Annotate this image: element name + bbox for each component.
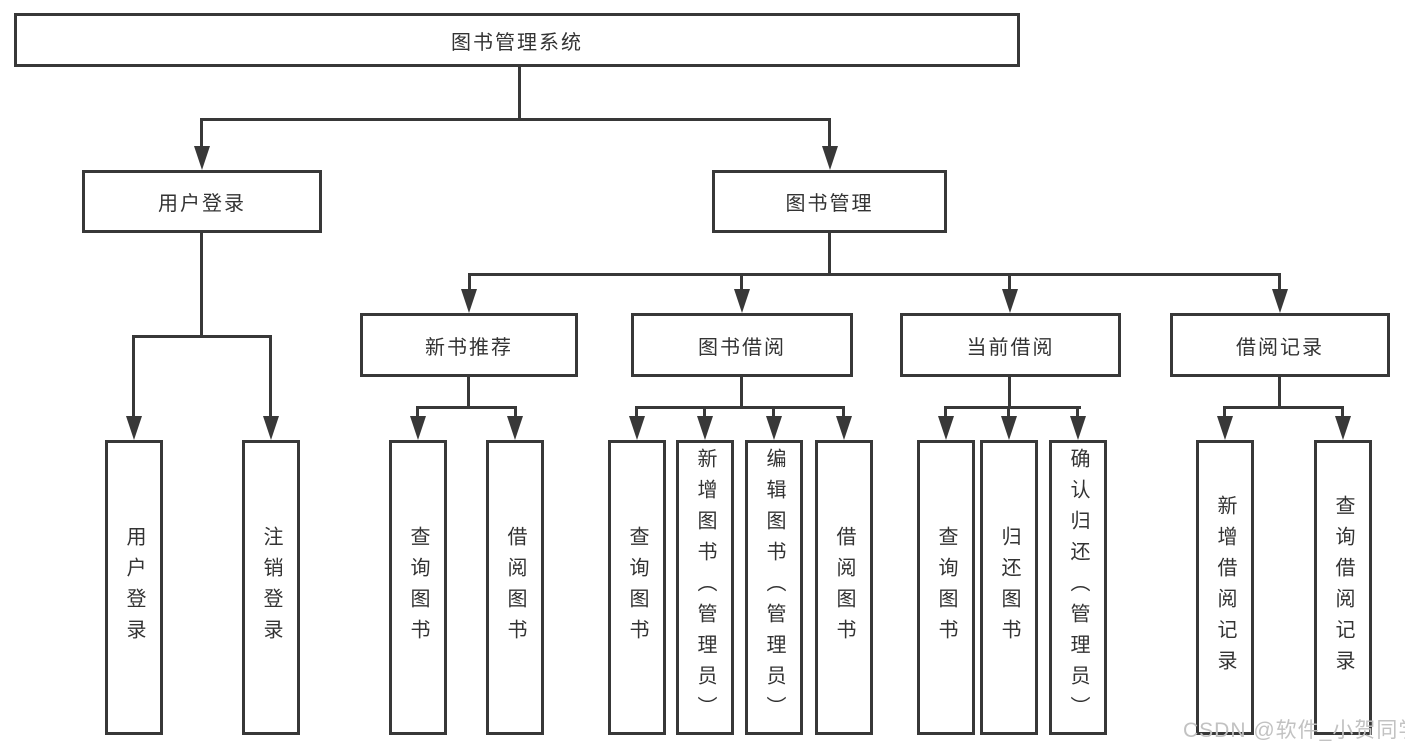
leaf-borrow-books-borrowing: 借阅图书 — [815, 440, 873, 735]
connector-line — [740, 377, 743, 408]
connector-line — [635, 406, 638, 420]
connector-line — [468, 273, 471, 293]
leaf-user-login: 用户登录 — [105, 440, 163, 735]
arrowhead-down-icon — [126, 416, 142, 440]
connector-line — [200, 118, 203, 148]
node-user-login-label: 用户登录 — [158, 193, 246, 215]
connector-line — [132, 335, 135, 418]
connector-line — [945, 406, 1081, 409]
node-root-library-system: 图书管理系统 — [14, 13, 1020, 67]
arrowhead-down-icon — [410, 416, 426, 440]
arrowhead-down-icon — [461, 289, 477, 313]
arrowhead-down-icon — [194, 146, 210, 170]
connector-line — [703, 406, 706, 420]
leaf-borrow-books-recommend: 借阅图书 — [486, 440, 544, 735]
connector-line — [1007, 406, 1010, 420]
arrowhead-down-icon — [938, 416, 954, 440]
connector-line — [1008, 273, 1011, 293]
arrowhead-down-icon — [1070, 416, 1086, 440]
connector-line — [1278, 273, 1281, 293]
leaf-return-book-label: 归还图书 — [998, 525, 1020, 650]
node-current-borrowing-label: 当前借阅 — [966, 336, 1055, 359]
node-user-login: 用户登录 — [82, 170, 322, 233]
connector-line — [468, 273, 1281, 276]
arrowhead-down-icon — [1335, 416, 1351, 440]
connector-line — [132, 335, 272, 338]
leaf-edit-book-admin-label: 编辑图书（管理员） — [763, 448, 785, 727]
connector-line — [828, 118, 831, 148]
arrowhead-down-icon — [629, 416, 645, 440]
leaf-borrow-books-recommend-label: 借阅图书 — [504, 525, 526, 650]
node-borrowing-records: 借阅记录 — [1170, 313, 1390, 377]
leaf-user-login-label: 用户登录 — [123, 525, 145, 650]
connector-line — [1341, 406, 1344, 420]
leaf-query-books-recommend: 查询图书 — [389, 440, 447, 735]
connector-line — [1076, 406, 1079, 420]
connector-line — [200, 118, 831, 121]
connector-line — [514, 406, 517, 420]
connector-line — [467, 377, 470, 408]
leaf-logout-label: 注销登录 — [260, 525, 282, 650]
connector-line — [842, 406, 845, 420]
node-borrowing-records-label: 借阅记录 — [1236, 336, 1324, 359]
leaf-edit-book-admin: 编辑图书（管理员） — [745, 440, 803, 735]
connector-line — [828, 233, 831, 275]
leaf-query-books-current-label: 查询图书 — [935, 525, 957, 650]
leaf-query-books-recommend-label: 查询图书 — [407, 525, 429, 650]
connector-line — [518, 67, 521, 120]
connector-line — [269, 335, 272, 418]
arrowhead-down-icon — [1217, 416, 1233, 440]
connector-line — [416, 406, 419, 420]
leaf-return-book: 归还图书 — [980, 440, 1038, 735]
connector-line — [1278, 377, 1281, 408]
arrowhead-down-icon — [1002, 289, 1018, 313]
node-new-book-recommend-label: 新书推荐 — [425, 336, 513, 359]
leaf-confirm-return-admin: 确认归还（管理员） — [1049, 440, 1107, 735]
arrowhead-down-icon — [836, 416, 852, 440]
leaf-add-book-admin: 新增图书（管理员） — [676, 440, 734, 735]
arrowhead-down-icon — [766, 416, 782, 440]
leaf-add-borrow-record-label: 新增借阅记录 — [1214, 494, 1236, 681]
leaf-logout: 注销登录 — [242, 440, 300, 735]
arrowhead-down-icon — [1272, 289, 1288, 313]
connector-line — [1008, 377, 1011, 408]
arrowhead-down-icon — [734, 289, 750, 313]
node-book-management: 图书管理 — [712, 170, 947, 233]
connector-line — [772, 406, 775, 420]
connector-line — [417, 406, 517, 409]
leaf-query-borrow-record: 查询借阅记录 — [1314, 440, 1372, 735]
leaf-confirm-return-admin-label: 确认归还（管理员） — [1067, 448, 1089, 727]
arrowhead-down-icon — [1001, 416, 1017, 440]
node-current-borrowing: 当前借阅 — [900, 313, 1121, 377]
arrowhead-down-icon — [697, 416, 713, 440]
arrowhead-down-icon — [507, 416, 523, 440]
leaf-add-book-admin-label: 新增图书（管理员） — [694, 448, 716, 727]
connector-line — [200, 233, 203, 337]
leaf-borrow-books-borrowing-label: 借阅图书 — [833, 525, 855, 650]
node-book-borrowing: 图书借阅 — [631, 313, 853, 377]
leaf-query-books-current: 查询图书 — [917, 440, 975, 735]
connector-line — [740, 273, 743, 293]
arrowhead-down-icon — [263, 416, 279, 440]
leaf-query-books-borrowing-label: 查询图书 — [626, 525, 648, 650]
connector-line — [1223, 406, 1226, 420]
node-book-management-label: 图书管理 — [785, 193, 874, 215]
leaf-query-books-borrowing: 查询图书 — [608, 440, 666, 735]
connector-line — [1224, 406, 1344, 409]
connector-line — [944, 406, 947, 420]
csdn-watermark: CSDN @软件_小贺同学 — [1183, 719, 1405, 742]
node-root-label: 图书管理系统 — [451, 31, 583, 54]
arrowhead-down-icon — [822, 146, 838, 170]
connector-line — [636, 406, 845, 409]
node-new-book-recommend: 新书推荐 — [360, 313, 578, 377]
leaf-add-borrow-record: 新增借阅记录 — [1196, 440, 1254, 735]
node-book-borrowing-label: 图书借阅 — [698, 336, 786, 359]
leaf-query-borrow-record-label: 查询借阅记录 — [1332, 494, 1354, 681]
